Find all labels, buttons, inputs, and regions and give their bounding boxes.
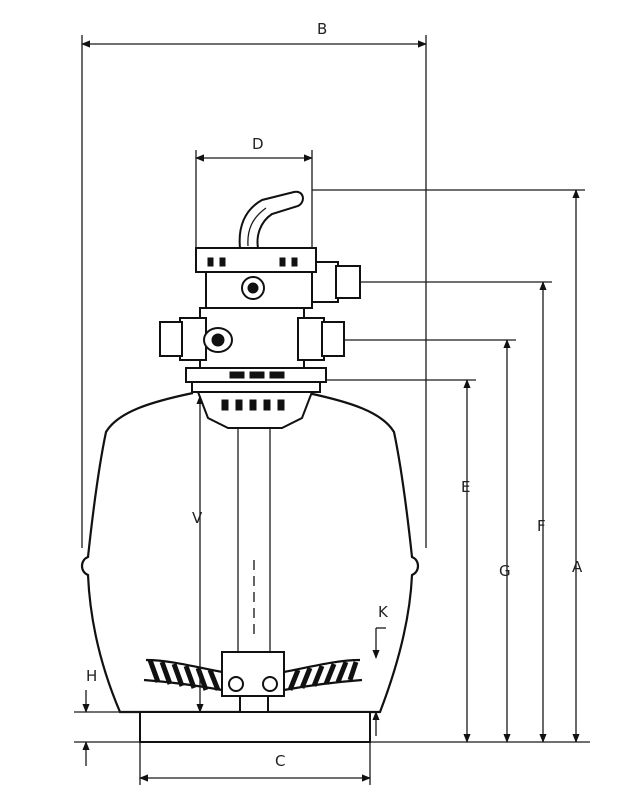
label-a: A [572,558,583,576]
label-f: F [537,517,546,535]
label-v: V [192,509,203,527]
label-c: C [275,752,285,770]
lid-slots [207,257,298,267]
label-e: E [461,478,470,496]
dimension-lines [74,35,590,785]
label-d: D [252,135,264,153]
label-k: K [378,603,389,621]
label-h: H [86,667,97,685]
valve-handle [238,190,304,249]
lateral-collector [143,651,363,713]
diffuser-slots [221,371,285,411]
tank-base [139,711,371,743]
multiport-valve [159,190,361,429]
label-g: G [499,562,511,580]
center-pipe [237,428,271,652]
label-b: B [317,20,327,38]
